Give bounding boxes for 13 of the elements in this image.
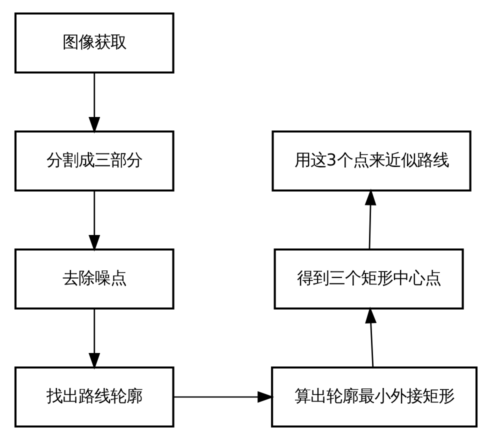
arrow: [174, 391, 274, 403]
arrow: [88, 72, 100, 134]
arrow: [88, 308, 100, 370]
node-box: 去除噪点: [14, 248, 174, 310]
arrow: [364, 188, 376, 250]
node-box: 分割成三部分: [14, 130, 174, 192]
node-box: 得到三个矩形中心点: [274, 248, 464, 310]
arrow: [365, 306, 377, 368]
node-box: 图像获取: [14, 12, 174, 74]
node-box: 用这3个点来近似路线: [272, 130, 472, 192]
node-box: 算出轮廓最小外接矩形: [271, 366, 478, 428]
node-box: 找出路线轮廓: [14, 366, 174, 428]
arrow: [88, 190, 100, 252]
